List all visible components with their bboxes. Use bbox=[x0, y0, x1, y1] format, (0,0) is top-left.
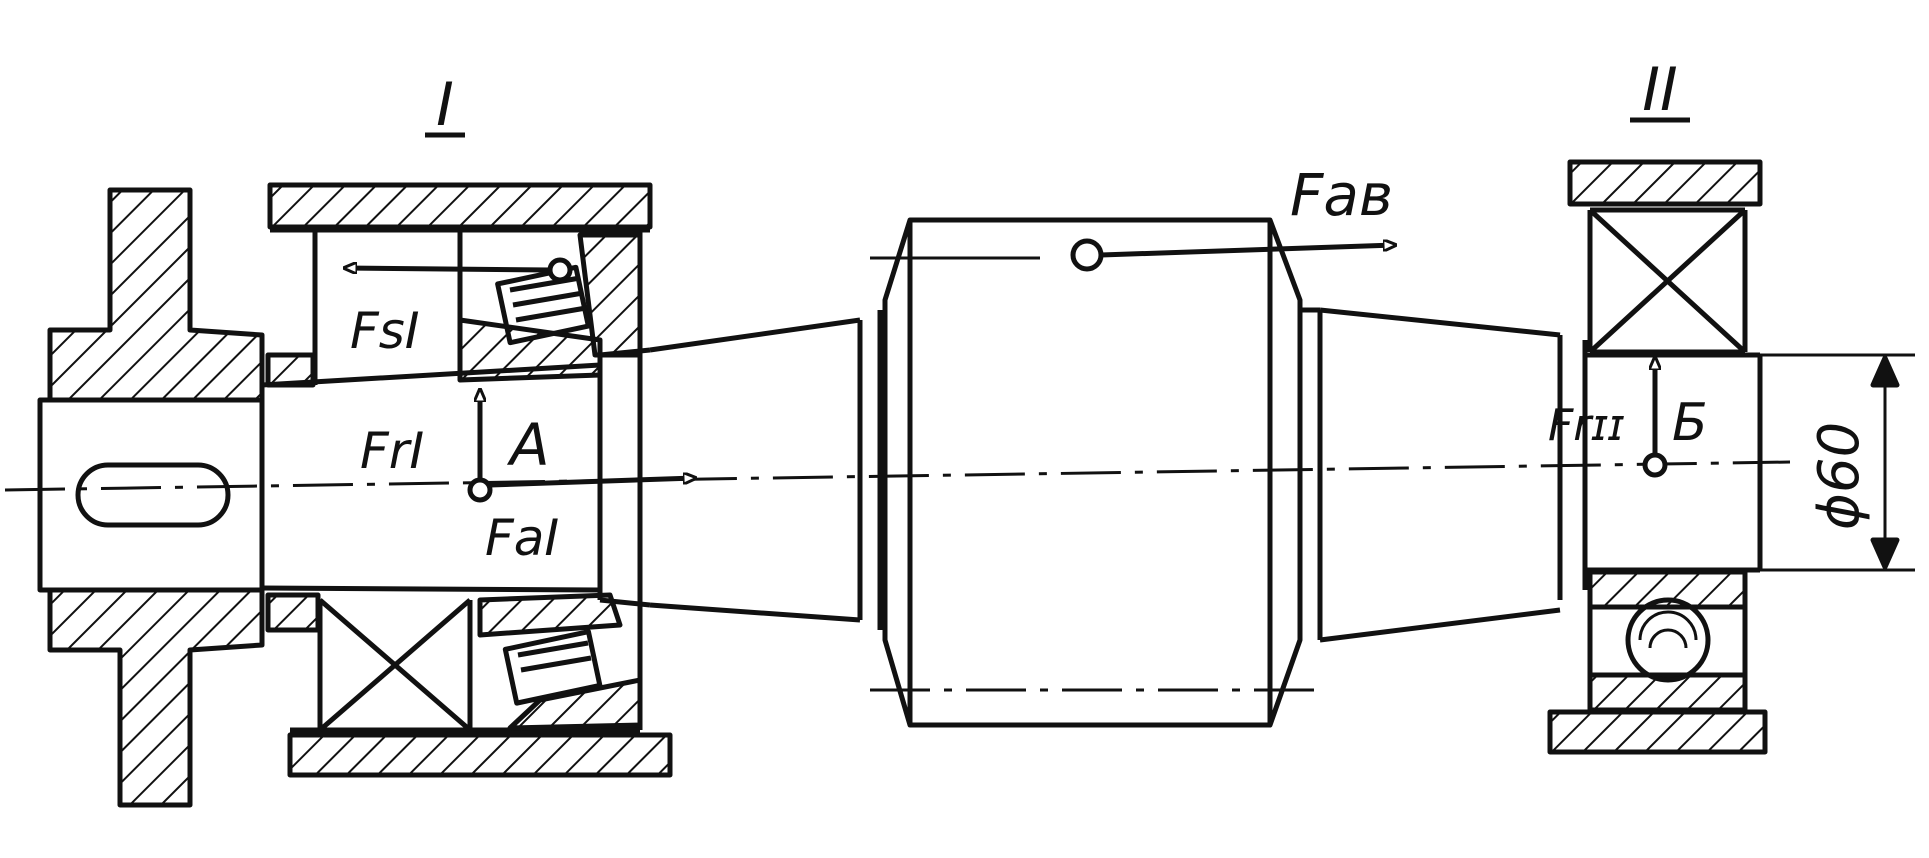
centerline bbox=[4, 460, 1791, 492]
arrow-fs1 bbox=[345, 268, 551, 270]
housing-1-top bbox=[265, 182, 653, 388]
point-b bbox=[1642, 452, 1668, 478]
left-hub bbox=[37, 187, 265, 808]
label-force-fr2: Frɪɪ bbox=[1548, 400, 1625, 451]
label-support-1: I bbox=[436, 70, 454, 140]
point-s1-origin bbox=[547, 257, 573, 283]
force-vectors bbox=[345, 238, 1668, 503]
label-point-b: Б bbox=[1672, 393, 1708, 453]
label-point-a: A bbox=[506, 411, 550, 479]
label-support-2: II bbox=[1642, 55, 1677, 125]
label-force-fab: Faв bbox=[1290, 161, 1393, 229]
arrow-fa1 bbox=[489, 478, 695, 488]
housing-1-bottom bbox=[265, 592, 673, 778]
ball-bearing-ball bbox=[1625, 597, 1711, 683]
point-a bbox=[467, 477, 493, 503]
left-shaft bbox=[261, 347, 651, 608]
point-fab-origin bbox=[1070, 238, 1104, 272]
diameter-dimension bbox=[1760, 353, 1915, 572]
label-force-fa1: FaI bbox=[485, 509, 559, 567]
roller-1-top bbox=[495, 264, 591, 346]
label-force-fs1: FsI bbox=[350, 302, 420, 360]
shaft-taper-left bbox=[649, 310, 883, 630]
housing-2 bbox=[1547, 159, 1768, 755]
shaft-taper-right bbox=[1300, 307, 1588, 643]
key-slot bbox=[75, 462, 231, 528]
arrow-fab bbox=[1100, 245, 1395, 258]
label-force-fr1: FrI bbox=[360, 422, 424, 480]
label-diameter: ϕ60 bbox=[1807, 422, 1872, 530]
